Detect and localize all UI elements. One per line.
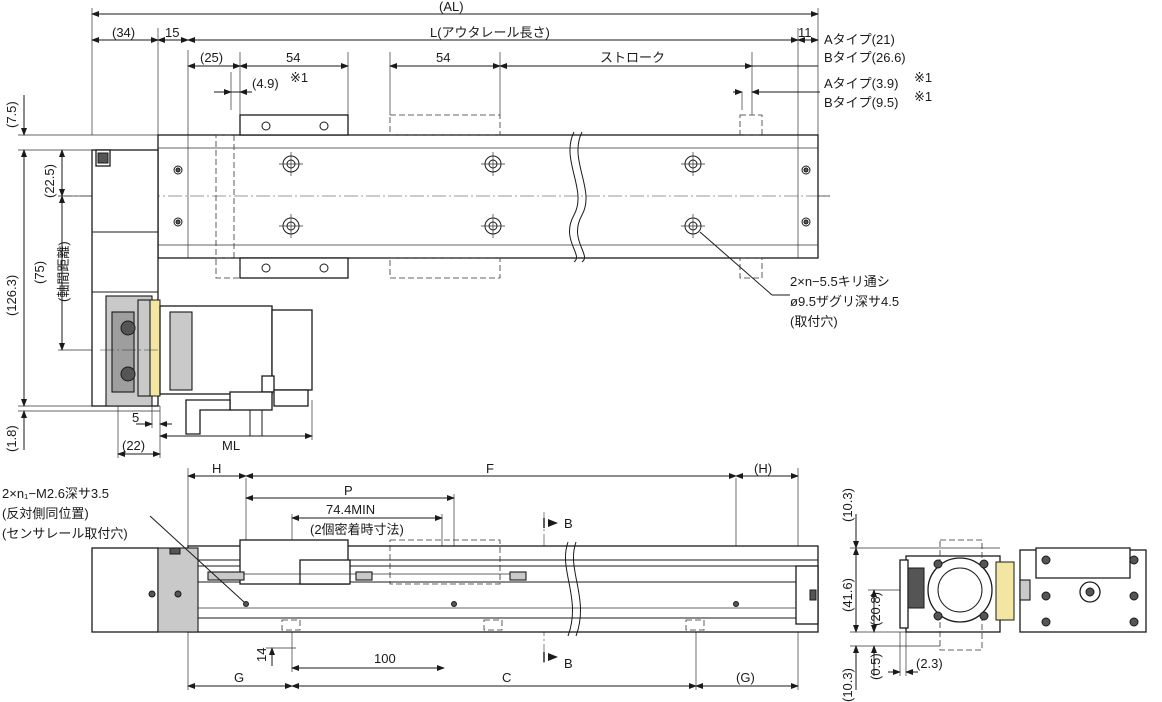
side-view [850, 514, 1147, 690]
section-b-top: B [564, 516, 573, 531]
dim-stroke: ストローク [600, 50, 665, 65]
dim-g: G [234, 670, 244, 685]
dim-75: (75) [32, 261, 47, 284]
dim-al: (AL) [439, 0, 464, 14]
dim-l: L(アウタレール長さ) [430, 25, 550, 40]
section-b-bottom: B [564, 656, 573, 671]
dim-2-3: (2.3) [916, 656, 943, 671]
dim-126-3: (126.3) [4, 275, 19, 316]
dim-100: 100 [374, 651, 396, 666]
note-1a: ※1 [290, 70, 308, 85]
dim-twin-note: (2個密着時寸法) [310, 522, 404, 537]
dim-22: (22) [122, 438, 145, 453]
dim-axis-distance: (軸間距離) [56, 241, 71, 302]
dim-c: C [502, 670, 511, 685]
note-1c: ※1 [914, 89, 932, 104]
dim-20-8: (20.8) [868, 592, 883, 626]
dim-41-6: (41.6) [840, 578, 855, 612]
dim-54a: 54 [286, 50, 300, 65]
dim-1-8: (1.8) [4, 425, 19, 452]
dim-54b: 54 [436, 50, 450, 65]
dim-ml: ML [222, 438, 240, 453]
dim-g2: (G) [736, 670, 755, 685]
dim-h2: (H) [754, 461, 772, 476]
dim-h: H [212, 461, 221, 476]
dim-0-5: (0.5) [868, 653, 883, 680]
dim-b95: Bタイプ(9.5) [824, 95, 898, 110]
dim-49: (4.9) [252, 76, 279, 91]
dim-a39: Aタイプ(3.9) [824, 76, 898, 91]
dim-15: 15 [165, 25, 179, 40]
note-1b: ※1 [914, 70, 932, 85]
front-view [91, 468, 819, 690]
dim-10-3-bottom: (10.3) [840, 668, 855, 702]
dim-25: (25) [200, 50, 223, 65]
dim-10-3-top: (10.3) [840, 488, 855, 522]
dim-74-4-min: 74.4MIN [326, 502, 375, 517]
dim-11: 11 [798, 25, 812, 40]
top-view [18, 8, 830, 458]
dim-f: F [486, 461, 494, 476]
hole-note-2: ø9.5ザグリ深サ4.5 [790, 294, 899, 309]
dim-a21: Aタイプ(21) [824, 32, 895, 47]
mounting-holes [279, 152, 705, 238]
tap-note-2: (反対側同位置) [2, 506, 89, 521]
dim-34: (34) [112, 25, 135, 40]
tap-note-3: (センサレール取付穴) [2, 526, 128, 541]
hole-note-1: 2×n−5.5キリ通シ [790, 274, 890, 289]
dim-14: 14 [254, 648, 269, 662]
dim-22-5: (22.5) [42, 164, 57, 198]
tap-note-1: 2×n₁−M2.6深サ3.5 [2, 486, 109, 501]
hole-note-3: (取付穴) [790, 314, 838, 329]
dim-b266: Bタイプ(26.6) [824, 50, 906, 65]
dim-7-5: (7.5) [4, 101, 19, 128]
dimension-labels: (AL) (34) 15 L(アウタレール長さ) 11 Aタイプ(21) Bタイ… [2, 0, 943, 702]
dim-5: 5 [132, 410, 139, 425]
dim-p: P [344, 483, 353, 498]
